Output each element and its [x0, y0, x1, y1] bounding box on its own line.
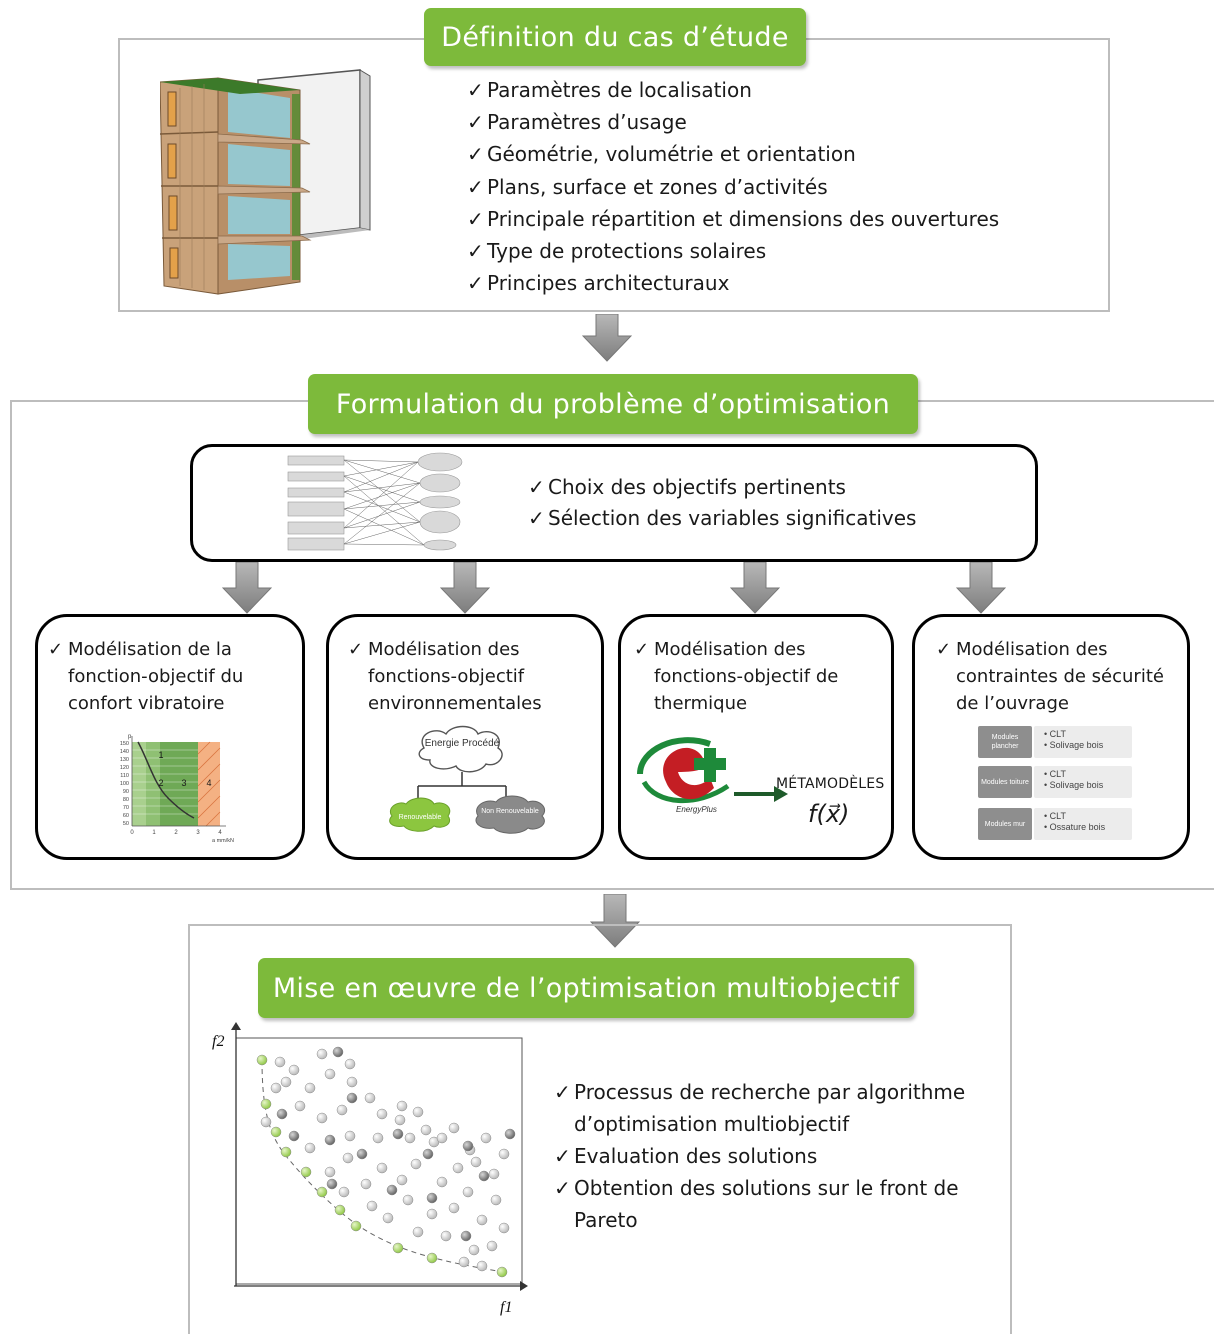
down-arrow-icon — [222, 562, 272, 614]
vibration-comfort-chart: p 150 140 130 120 110 100 90 80 70 60 50… — [120, 734, 234, 844]
vibration-y-tick: 80 — [123, 797, 129, 803]
vibration-y-tick: 110 — [120, 773, 129, 779]
vibration-y-tick: 130 — [120, 757, 129, 763]
card-vibration-title: Modélisation de la fonction-objectif du … — [48, 636, 292, 717]
vibration-zone-label: 2 — [158, 778, 163, 788]
definition-item: Paramètres d’usage — [467, 106, 999, 138]
implementation-checklist: Processus de recherche par algorithme d’… — [554, 1076, 1004, 1236]
energy-diagram: Energie Procédé Renouvelable Non Renouve… — [389, 725, 546, 834]
pareto-y-axis-label: f2 — [212, 1033, 224, 1050]
vibration-y-tick: 140 — [120, 749, 129, 755]
metamodel-formula: f(x⃗) — [808, 800, 850, 828]
definition-item: Principes architecturaux — [467, 267, 999, 299]
security-option: • Solivage bois — [1044, 780, 1104, 790]
definition-item: Type de protections solaires — [467, 235, 999, 267]
security-module-box: Modules plancher — [978, 726, 1032, 758]
security-option: • CLT — [1044, 769, 1066, 779]
definition-item: Principale répartition et dimensions des… — [467, 203, 999, 235]
vibration-x-tick: 3 — [196, 830, 200, 836]
section-implementation-frame — [188, 924, 1012, 1334]
vibration-zone-label: 1 — [158, 750, 163, 760]
vibration-zone-label: 3 — [181, 778, 186, 788]
pareto-x-axis-label: f1 — [500, 1299, 512, 1316]
security-option: • Ossature bois — [1044, 822, 1106, 832]
energyplus-logo-text: EnergyPlus — [676, 805, 717, 814]
definition-checklist: Paramètres de localisation Paramètres d’… — [467, 74, 999, 300]
security-option: • CLT — [1044, 811, 1066, 821]
security-module-options: • CLT • Solivage bois — [1034, 766, 1132, 798]
down-arrow-icon — [440, 562, 490, 614]
building-illustration — [160, 69, 371, 295]
implementation-item: Evaluation des solutions — [554, 1140, 1004, 1172]
energyplus-logo-icon: EnergyPlus — [637, 737, 730, 814]
security-module-options: • CLT • Ossature bois — [1034, 808, 1132, 840]
security-module-options: • CLT • Solivage bois — [1034, 726, 1132, 758]
vibration-y-tick: 50 — [123, 821, 129, 827]
vibration-y-tick: 60 — [123, 813, 129, 819]
down-arrow-icon — [582, 314, 632, 362]
card-environment-title: Modélisation des fonctions-objectif envi… — [348, 636, 588, 717]
card-thermal-title: Modélisation des fonctions-objectif de t… — [634, 636, 878, 717]
vibration-y-tick: 70 — [123, 805, 129, 811]
vibration-zone-label: 4 — [206, 778, 211, 788]
vibration-y-tick: 150 — [120, 741, 129, 747]
down-arrow-icon — [956, 562, 1006, 614]
implementation-item: Processus de recherche par algorithme d’… — [554, 1076, 1004, 1140]
definition-item: Plans, surface et zones d’activités — [467, 171, 999, 203]
objectives-checklist: Choix des objectifs pertinents Sélection… — [528, 472, 916, 534]
renewable-label: Renouvelable — [399, 814, 442, 821]
objectives-item: Choix des objectifs pertinents — [528, 472, 916, 503]
security-option: • CLT — [1044, 729, 1066, 739]
security-module-box: Modules toiture — [978, 766, 1032, 798]
definition-item: Géométrie, volumétrie et orientation — [467, 138, 999, 170]
non-renewable-label: Non Renouvelable — [481, 808, 539, 815]
down-arrow-icon — [590, 894, 640, 948]
section-implementation-title: Mise en œuvre de l’optimisation multiobj… — [258, 958, 914, 1018]
vibration-y-tick: 90 — [123, 789, 129, 795]
vibration-y-axis-label: p — [128, 734, 132, 740]
down-arrow-icon — [730, 562, 780, 614]
vibration-x-tick: 4 — [218, 830, 222, 836]
security-option: • Solivage bois — [1044, 740, 1104, 750]
card-security-title: Modélisation des contraintes de sécurité… — [936, 636, 1182, 717]
metamodels-label: MÉTAMODÈLES — [776, 776, 885, 792]
arrow-right-icon — [734, 786, 788, 802]
section-formulation-title: Formulation du problème d’optimisation — [308, 374, 918, 434]
vibration-x-tick: 1 — [152, 830, 156, 836]
security-module-box: Modules mur — [978, 808, 1032, 840]
pareto-scatter-plot: f2 f1 — [212, 1022, 528, 1316]
section-definition-title: Définition du cas d’étude — [424, 8, 806, 66]
vibration-y-tick: 120 — [120, 765, 129, 771]
energy-source-label: Energie Procédé — [425, 738, 500, 749]
objectives-network-diagram — [287, 452, 463, 551]
vibration-x-tick: 0 — [130, 830, 134, 836]
definition-item: Paramètres de localisation — [467, 74, 999, 106]
vibration-y-tick: 100 — [120, 781, 129, 787]
implementation-item: Obtention des solutions sur le front de … — [554, 1172, 1004, 1236]
vibration-x-unit: a mm/kN — [212, 838, 234, 844]
vibration-x-tick: 2 — [174, 830, 178, 836]
objectives-item: Sélection des variables significatives — [528, 503, 916, 534]
